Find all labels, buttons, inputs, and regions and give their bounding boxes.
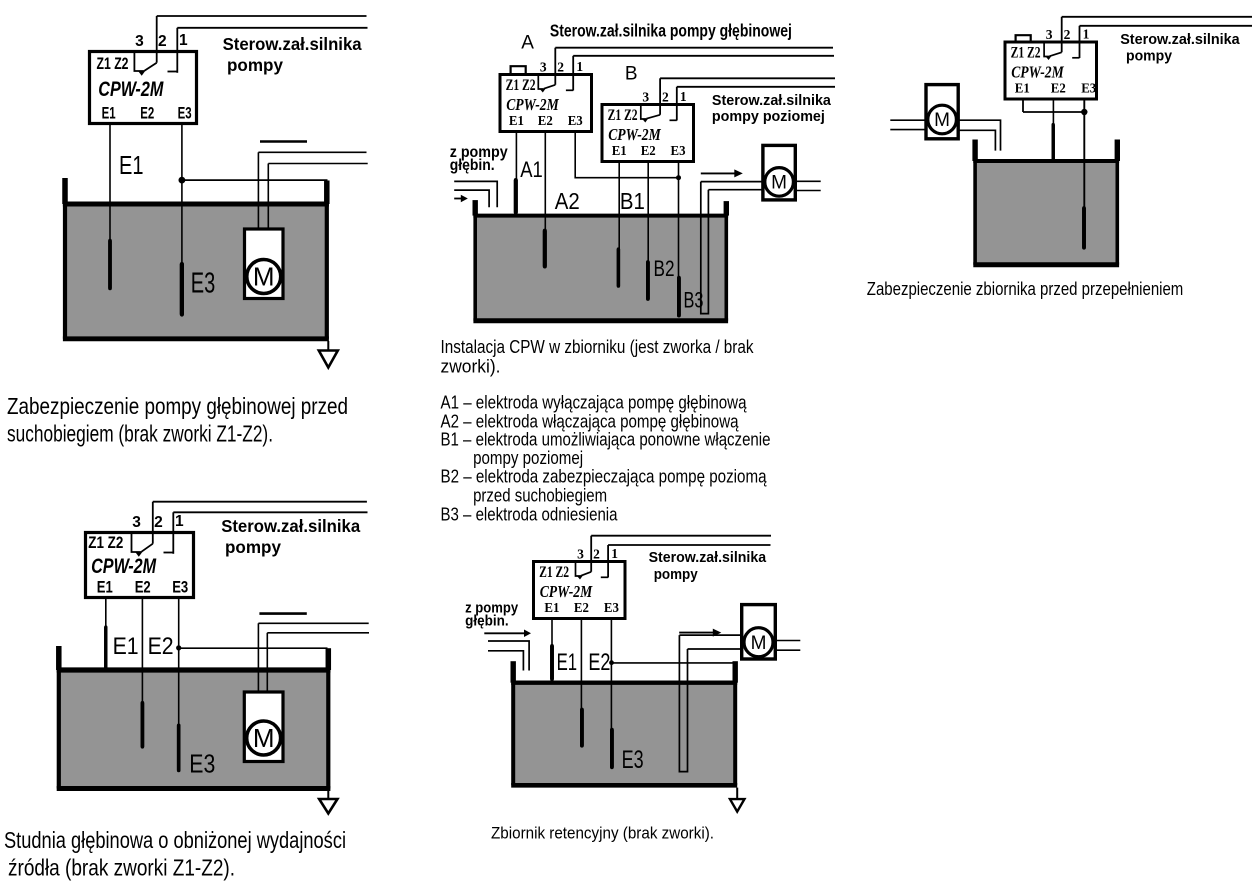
svg-text:E1: E1 [544,600,559,615]
svg-text:E2: E2 [588,649,610,676]
svg-text:przed suchobiegiem: przed suchobiegiem [473,485,607,506]
svg-text:Zabezpieczenie pompy głębinowe: Zabezpieczenie pompy głębinowej przed [7,393,348,419]
svg-text:Z1 Z2: Z1 Z2 [1011,45,1041,62]
svg-text:E2: E2 [538,113,553,128]
svg-text:E3: E3 [191,268,216,300]
svg-text:A1 – elektroda wyłączająca pom: A1 – elektroda wyłączająca pompę głębino… [441,391,748,412]
svg-text:CPW-2M: CPW-2M [1011,63,1065,82]
svg-text:E2: E2 [574,600,589,615]
svg-text:E1: E1 [97,578,113,597]
svg-text:E3: E3 [178,104,192,123]
svg-text:B2: B2 [654,256,675,281]
svg-text:CPW-2M: CPW-2M [98,78,163,101]
svg-text:CPW-2M: CPW-2M [540,582,594,601]
svg-text:B1 – elektroda umożliwiająca p: B1 – elektroda umożliwiająca ponowne włą… [441,429,771,450]
svg-text:Z1 Z2: Z1 Z2 [97,55,129,73]
svg-text:Z1 Z2: Z1 Z2 [608,107,638,124]
svg-text:pompy: pompy [654,567,698,583]
svg-text:E3: E3 [568,113,583,128]
svg-text:E3: E3 [172,578,188,597]
svg-text:Sterow.zał.silnika: Sterow.zał.silnika [223,34,362,54]
svg-text:Instalacja CPW w zbiorniku (je: Instalacja CPW w zbiorniku (jest zworka … [441,336,755,357]
svg-text:E1: E1 [119,150,144,180]
svg-text:E3: E3 [604,600,619,615]
svg-text:E3: E3 [1081,81,1096,96]
svg-text:Sterow.zał.silnika: Sterow.zał.silnika [712,93,832,109]
svg-text:E2: E2 [140,104,154,123]
svg-text:1: 1 [576,59,583,74]
svg-text:1: 1 [179,32,188,49]
svg-text:B3: B3 [684,288,704,313]
svg-text:E1: E1 [509,113,524,128]
svg-text:Zabezpieczenie zbiornika przed: Zabezpieczenie zbiornika przed przepełni… [867,278,1184,299]
svg-text:E1: E1 [612,143,627,158]
svg-text:2: 2 [557,60,564,75]
svg-text:E3: E3 [622,746,644,774]
svg-text:suchobiegiem (brak zworki Z1-Z: suchobiegiem (brak zworki Z1-Z2). [7,421,273,447]
svg-text:3: 3 [132,514,141,531]
svg-text:M: M [934,110,950,131]
svg-text:Sterow.zał.silnika: Sterow.zał.silnika [1120,32,1240,48]
svg-text:zworki).: zworki). [441,356,501,377]
svg-text:E2: E2 [135,578,151,597]
svg-text:1: 1 [611,546,618,561]
svg-text:E1: E1 [113,633,139,660]
svg-text:A2 – elektroda włączająca pomp: A2 – elektroda włączająca pompę głębinow… [441,410,740,431]
svg-text:2: 2 [154,514,163,531]
svg-text:3: 3 [135,33,144,50]
svg-text:A: A [521,33,534,54]
svg-text:1: 1 [680,89,687,104]
svg-text:E3: E3 [671,143,686,158]
svg-text:CPW-2M: CPW-2M [608,125,662,144]
svg-text:Z1 Z2: Z1 Z2 [88,534,123,552]
svg-text:głębin.: głębin. [450,157,495,174]
svg-text:E1: E1 [1015,81,1030,96]
svg-text:CPW-2M: CPW-2M [506,95,560,114]
svg-text:Sterow.zał.silnika pompy głębi: Sterow.zał.silnika pompy głębinowej [550,21,792,41]
svg-text:pompy poziomej: pompy poziomej [712,109,825,125]
svg-text:E2: E2 [641,143,656,158]
svg-text:pompy: pompy [225,537,281,557]
svg-text:pompy: pompy [1126,49,1172,65]
svg-text:2: 2 [662,90,669,105]
svg-text:E1: E1 [557,649,578,676]
svg-text:E2: E2 [1051,81,1066,96]
svg-text:B3 – elektroda odniesienia: B3 – elektroda odniesienia [441,503,619,524]
svg-text:B1: B1 [620,188,645,214]
svg-text:B: B [625,64,638,85]
svg-text:2: 2 [593,547,600,562]
svg-text:pompy poziomej: pompy poziomej [473,447,583,468]
svg-text:E2: E2 [148,633,174,660]
svg-text:Studnia głębinowa o obniżonej: Studnia głębinowa o obniżonej wydajności [4,827,346,853]
svg-text:z pompy: z pompy [450,144,508,161]
svg-text:z pompy: z pompy [465,600,519,617]
svg-text:M: M [253,723,275,753]
svg-text:Z1 Z2: Z1 Z2 [506,77,536,94]
svg-text:2: 2 [158,33,167,50]
svg-text:B2 – elektroda zabezpieczająca: B2 – elektroda zabezpieczająca pompę poz… [441,466,768,487]
svg-text:A1: A1 [520,157,543,182]
svg-text:3: 3 [577,547,584,562]
svg-text:2: 2 [1064,27,1071,42]
svg-text:Z1 Z2: Z1 Z2 [539,564,569,581]
svg-text:1: 1 [175,513,184,530]
svg-text:Sterow.zał.silnika: Sterow.zał.silnika [221,516,360,536]
svg-text:3: 3 [540,60,547,75]
svg-text:E3: E3 [189,749,215,779]
svg-text:3: 3 [1046,27,1053,42]
svg-text:A2: A2 [555,188,580,214]
svg-text:M: M [751,633,767,654]
svg-text:źródła (brak zworki Z1-Z2).: źródła (brak zworki Z1-Z2). [8,855,235,881]
svg-text:M: M [771,173,787,194]
svg-text:CPW-2M: CPW-2M [91,555,156,578]
svg-text:Zbiornik retencyjny (brak zwor: Zbiornik retencyjny (brak zworki). [491,824,714,843]
svg-text:Sterow.zał.silnika: Sterow.zał.silnika [649,550,767,566]
svg-text:1: 1 [1083,27,1090,42]
svg-text:pompy: pompy [227,55,283,75]
svg-text:3: 3 [642,90,649,105]
svg-text:głębin.: głębin. [465,613,509,630]
svg-text:M: M [253,262,275,292]
svg-text:E1: E1 [102,104,116,123]
